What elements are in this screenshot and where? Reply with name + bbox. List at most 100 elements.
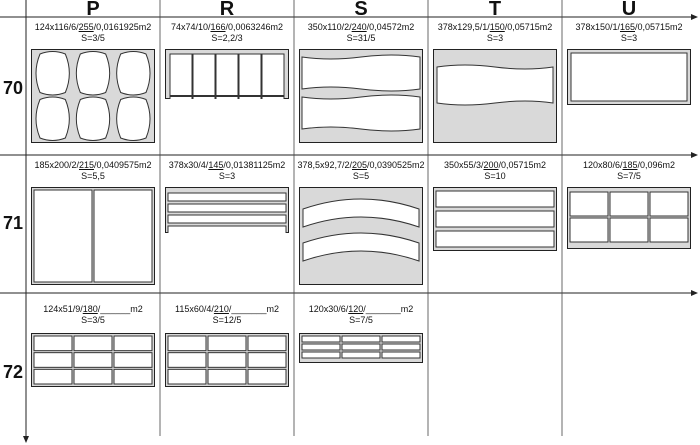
square-tile bbox=[192, 96, 216, 99]
square-tile bbox=[169, 53, 193, 96]
row-header-71: 71 bbox=[2, 213, 24, 233]
arc-piece bbox=[302, 232, 420, 262]
panel-piece bbox=[570, 52, 688, 102]
rect-tile bbox=[301, 351, 341, 359]
rect-tile bbox=[167, 368, 207, 385]
cell-spec: 74x74/10/166/0,0063246m2 bbox=[170, 22, 284, 32]
rounded-piece bbox=[35, 51, 70, 96]
cell-scale: S=3 bbox=[620, 33, 638, 43]
rect-tile bbox=[301, 335, 341, 343]
wavy-piece bbox=[301, 54, 421, 92]
rect-tile bbox=[33, 352, 73, 368]
rect-tile bbox=[247, 335, 287, 352]
wavy-piece bbox=[301, 94, 421, 132]
rect-tile bbox=[247, 352, 287, 368]
square-tile bbox=[238, 53, 262, 96]
cell-scale: S=10 bbox=[484, 171, 506, 181]
rect-tile bbox=[167, 352, 207, 368]
cell-spec: 120x80/6/185/0,096m2 bbox=[582, 160, 676, 170]
panel-72p bbox=[31, 333, 155, 387]
cell-scale: S=12/5 bbox=[212, 315, 242, 325]
strip-piece bbox=[167, 192, 287, 202]
panel-70s bbox=[299, 49, 423, 143]
panel-71p bbox=[31, 187, 155, 285]
rect-tile bbox=[207, 335, 247, 352]
rect-tile bbox=[73, 335, 113, 352]
rect-tile bbox=[33, 368, 73, 385]
square-tile bbox=[261, 53, 285, 96]
rect-tile bbox=[73, 352, 113, 368]
column-header-s: S bbox=[354, 0, 368, 20]
strip-piece bbox=[435, 210, 555, 228]
cell-spec: 124x116/6/255/0,0161925m2 bbox=[34, 22, 152, 32]
rect-tile bbox=[609, 217, 649, 243]
rect-tile bbox=[113, 352, 153, 368]
panel-70t bbox=[433, 49, 557, 143]
strip-piece bbox=[167, 203, 287, 213]
strip-piece bbox=[435, 190, 555, 208]
rect-tile bbox=[73, 368, 113, 385]
cell-scale: S=3 bbox=[218, 171, 236, 181]
rect-tile bbox=[569, 191, 609, 217]
cell-spec: 185x200/2/215/0,0409575m2 bbox=[34, 160, 152, 170]
square-tile bbox=[169, 96, 193, 99]
cell-spec: 124x51/9/180/______m2 bbox=[43, 304, 143, 314]
cell-scale: S=3/5 bbox=[81, 315, 105, 325]
row-header-72: 72 bbox=[2, 362, 24, 382]
strip-piece bbox=[435, 230, 555, 248]
rect-tile bbox=[341, 335, 381, 343]
rect-tile bbox=[247, 368, 287, 385]
rounded-piece bbox=[75, 51, 111, 96]
cell-scale: S=31/5 bbox=[346, 33, 376, 43]
cell-spec: 378x129,5/1/150/0,05715m2 bbox=[437, 22, 553, 32]
panel-71s bbox=[299, 187, 423, 285]
rect-tile bbox=[113, 368, 153, 385]
rect-tile bbox=[649, 191, 689, 217]
vertical-piece bbox=[33, 189, 93, 283]
panel-70p bbox=[31, 49, 155, 143]
panel-71r bbox=[165, 187, 289, 233]
cell-spec: 350x55/3/200/0,05715m2 bbox=[443, 160, 547, 170]
strip-piece bbox=[167, 214, 287, 224]
cell-scale: S=5,5 bbox=[81, 171, 105, 181]
square-tile bbox=[238, 96, 262, 99]
panel-70r bbox=[165, 49, 289, 99]
rect-tile bbox=[167, 335, 207, 352]
rect-tile bbox=[381, 343, 421, 351]
square-tile bbox=[215, 96, 239, 99]
cell-scale: S=5 bbox=[352, 171, 370, 181]
cell-scale: S=7/5 bbox=[349, 315, 373, 325]
column-header-u: U bbox=[621, 0, 637, 20]
rounded-piece bbox=[35, 96, 70, 141]
panel-70u bbox=[567, 49, 691, 105]
cell-spec: 378x150/1/165/0,05715m2 bbox=[575, 22, 683, 32]
square-tile bbox=[261, 96, 285, 99]
rect-tile bbox=[301, 343, 341, 351]
rect-tile bbox=[381, 351, 421, 359]
rect-tile bbox=[113, 335, 153, 352]
rect-tile bbox=[649, 217, 689, 243]
rounded-piece bbox=[75, 96, 111, 141]
panel-71u bbox=[567, 187, 691, 249]
strip-piece bbox=[167, 225, 287, 233]
arc-piece bbox=[302, 198, 420, 228]
rect-tile bbox=[207, 352, 247, 368]
vertical-piece bbox=[93, 189, 153, 283]
rect-tile bbox=[33, 335, 73, 352]
panel-72s bbox=[299, 333, 423, 363]
cell-scale: S=3 bbox=[486, 33, 504, 43]
cell-scale: S=3/5 bbox=[81, 33, 105, 43]
column-header-t: T bbox=[488, 0, 502, 20]
column-header-p: P bbox=[86, 0, 100, 20]
cell-spec: 378,5x92,7/2/205/0,0390525m2 bbox=[297, 160, 425, 170]
square-tile bbox=[192, 53, 216, 96]
